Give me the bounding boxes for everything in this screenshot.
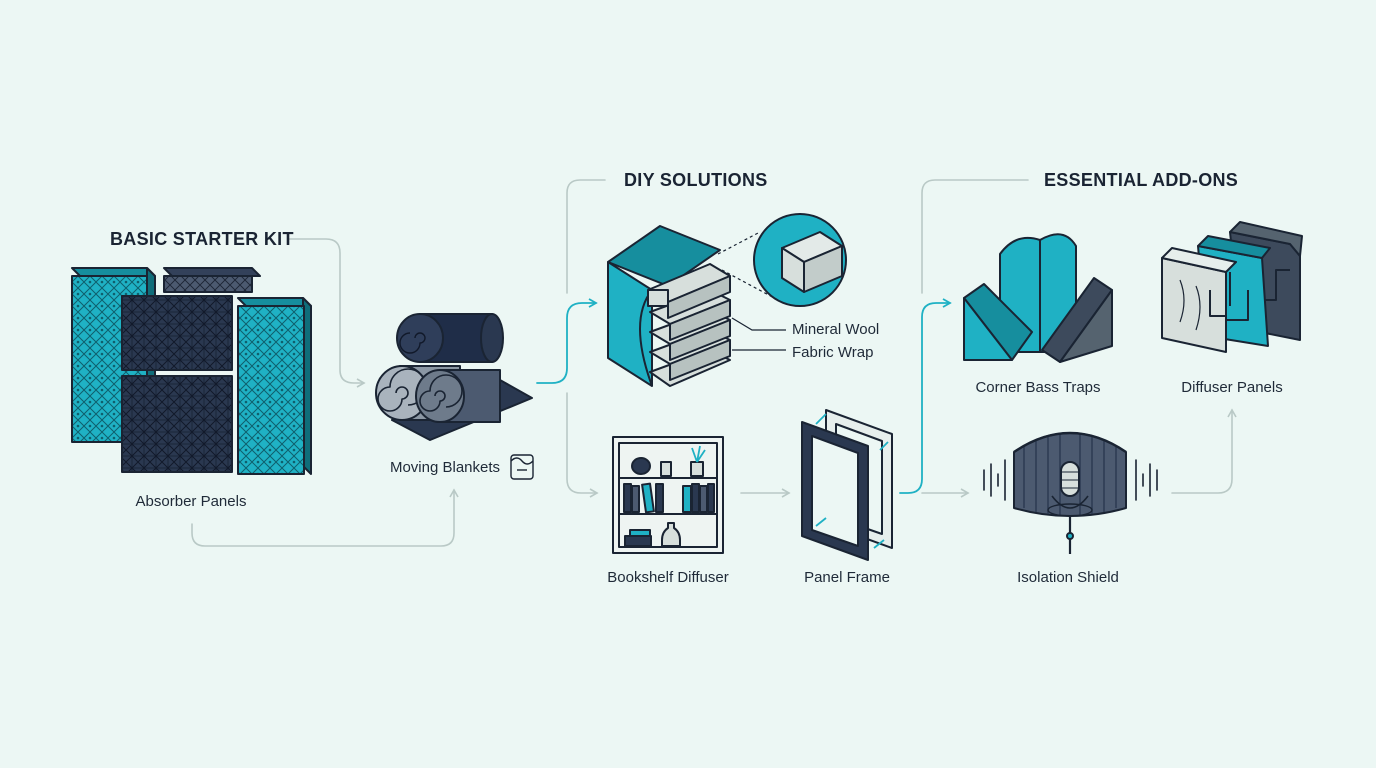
magnifier-lead-2 [721,269,779,301]
absorber-panels-illustration [71,267,312,475]
moving-blankets-illustration [375,313,533,441]
connector-shield-to-diffuser [1171,408,1237,494]
panel-frame-illustration [801,409,893,561]
connector-blankets-to-diy [536,298,598,384]
diy-solutions-heading: DIY SOLUTIONS [624,170,768,190]
diffuser-panels-illustration [1161,221,1303,353]
isolation-shield-label: Isolation Shield [1017,569,1119,586]
mineral-wool-label: Mineral Wool [792,321,880,338]
essential-addons-heading: ESSENTIAL ADD-ONS [1044,170,1239,190]
corner-bass-traps-label: Corner Bass Traps [975,379,1101,396]
connector-addons-top [921,179,1029,294]
diffuser-panels-label: Diffuser Panels [1181,379,1283,396]
absorber-panels-label: Absorber Panels [135,493,247,510]
blanket-icon [510,454,534,480]
connector-frame-to-addons [899,298,952,494]
moving-blankets-label: Moving Blankets [389,459,501,476]
mineral-wool-illustration [607,213,847,387]
basic-starter-kit-heading: BASIC STARTER KIT [110,229,294,249]
bookshelf-diffuser-label: Bookshelf Diffuser [607,569,729,586]
bookshelf-illustration [612,436,724,554]
fabric-wrap-label: Fabric Wrap [792,344,874,361]
connector-blankets-to-bookshelf [566,392,599,498]
corner-bass-traps-illustration [963,233,1113,363]
panel-frame-label: Panel Frame [804,569,890,586]
connector-basic-to-blankets [287,238,366,388]
connector-diy-top [566,179,606,294]
isolation-shield-illustration [983,431,1158,554]
magnifier-lead-1 [717,231,761,255]
mineral-wool-leader [731,317,786,331]
connector-lines [191,179,1237,547]
connector-absorber-loop [191,488,459,547]
